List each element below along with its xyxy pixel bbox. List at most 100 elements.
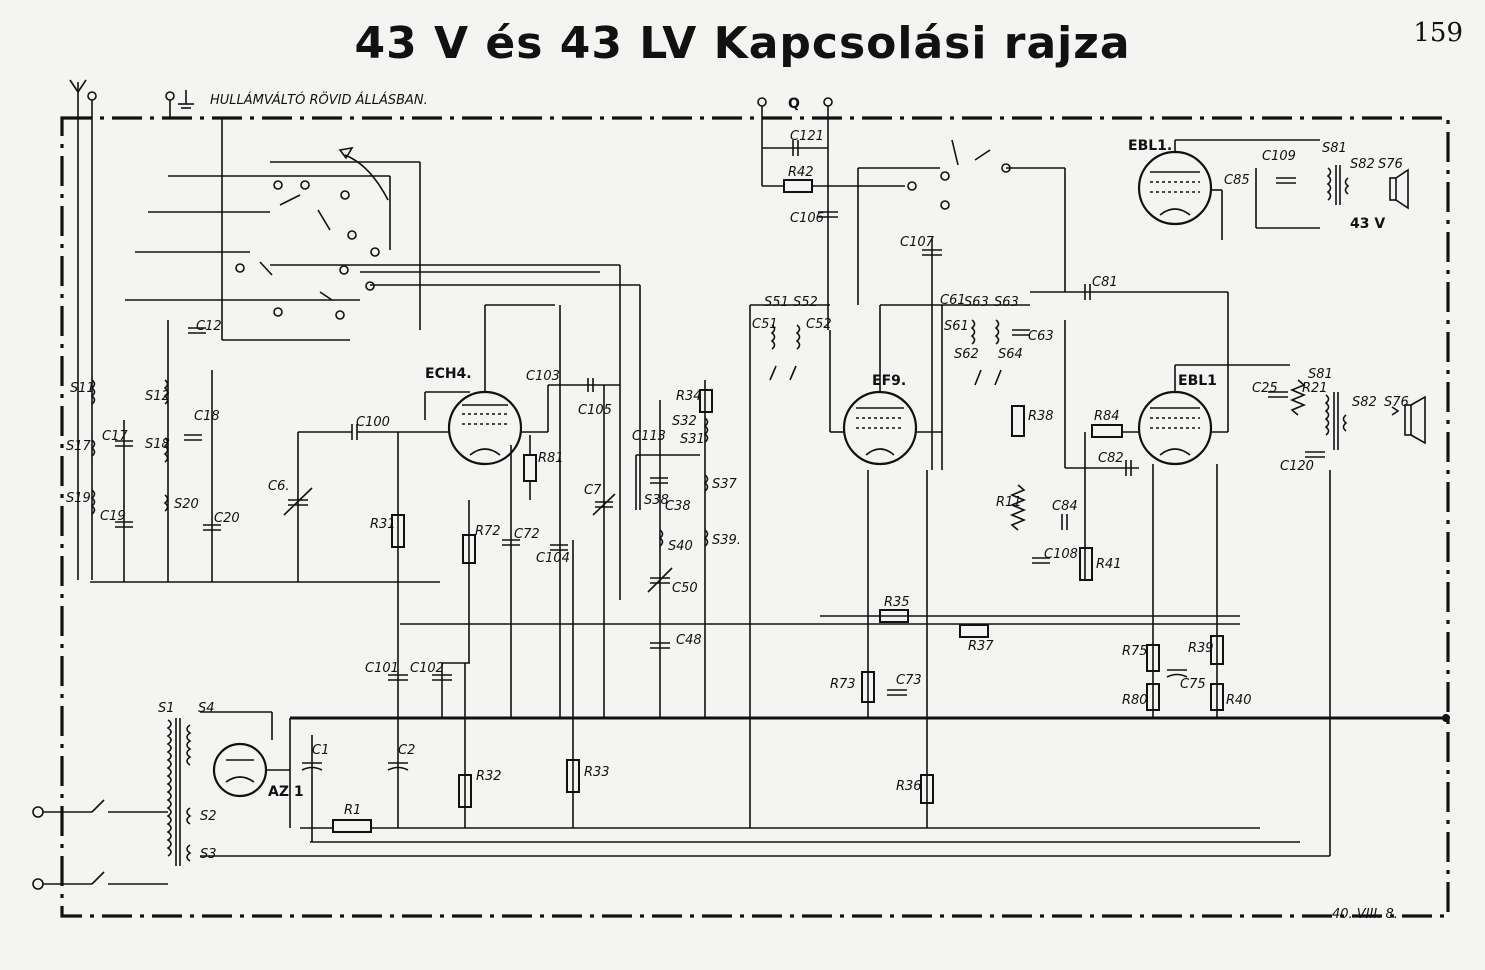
svg-text:R35: R35 <box>884 595 910 610</box>
svg-text:S17: S17 <box>66 439 92 454</box>
svg-text:C107: C107 <box>900 235 935 250</box>
svg-text:C19: C19 <box>100 509 126 524</box>
svg-text:S18: S18 <box>145 437 170 452</box>
svg-text:S64: S64 <box>998 347 1023 362</box>
svg-text:R34: R34 <box>676 389 702 404</box>
schematic-title: 43 V és 43 LV Kapcsolási rajza <box>354 18 1131 69</box>
svg-text:EBL1: EBL1 <box>1178 373 1217 389</box>
speaker-icon <box>1389 168 1409 210</box>
svg-text:S76: S76 <box>1384 395 1409 410</box>
capacitors: C101 C102 C72 C104 C105 C7 C113 C38 C50 … <box>301 129 1325 842</box>
svg-text:R36: R36 <box>896 779 922 794</box>
resistors: R31 R72 R81 R34 R32 R33 R1 R35 R37 R36 R… <box>332 165 1328 833</box>
page-number: 159 <box>1413 18 1463 48</box>
svg-text:C18: C18 <box>194 409 220 424</box>
output-transformer: S81 S82 S76 <box>1308 367 1426 450</box>
svg-text:S62: S62 <box>954 347 979 362</box>
svg-text:R84: R84 <box>1094 409 1120 424</box>
svg-text:R80: R80 <box>1122 693 1148 708</box>
svg-text:C12: C12 <box>196 319 222 334</box>
svg-text:R32: R32 <box>476 769 502 784</box>
svg-text:C121: C121 <box>790 129 824 144</box>
svg-text:S39.: S39. <box>712 533 741 548</box>
svg-text:R40: R40 <box>1226 693 1252 708</box>
svg-text:C2: C2 <box>398 743 415 758</box>
input-capacitors: C17 C19 C18 C12 C20 <box>100 319 240 531</box>
svg-text:S3: S3 <box>200 847 217 862</box>
svg-text:S61: S61 <box>944 319 969 334</box>
svg-text:C84: C84 <box>1052 499 1078 514</box>
tube-ebl1-43v: EBL1. S81 S82 S76 43 V <box>1128 138 1403 240</box>
svg-text:S32: S32 <box>672 414 697 429</box>
svg-text:C51: C51 <box>752 317 778 332</box>
svg-text:C81: C81 <box>1092 275 1118 290</box>
svg-text:C109: C109 <box>1262 149 1296 164</box>
svg-text:S4: S4 <box>198 701 215 716</box>
svg-text:C73: C73 <box>896 673 922 688</box>
svg-text:S63: S63 <box>994 295 1019 310</box>
svg-text:C101: C101 <box>365 661 399 676</box>
tuning-capacitor-c6: C6. C100 <box>268 415 450 582</box>
svg-text:C75: C75 <box>1180 677 1206 692</box>
svg-text:AZ 1: AZ 1 <box>268 784 304 800</box>
svg-text:R41: R41 <box>1096 557 1122 572</box>
svg-text:C82: C82 <box>1098 451 1124 466</box>
svg-text:S2: S2 <box>200 809 217 824</box>
svg-text:C104: C104 <box>536 551 570 566</box>
svg-text:C113: C113 <box>632 429 666 444</box>
earth-icon <box>165 90 194 118</box>
svg-text:C52: C52 <box>806 317 832 332</box>
svg-text:S76: S76 <box>1378 157 1403 172</box>
svg-text:R42: R42 <box>788 165 814 180</box>
svg-text:C72: C72 <box>514 527 540 542</box>
tube-ech4: ECH4. C103 <box>424 304 620 500</box>
svg-text:C20: C20 <box>214 511 240 526</box>
switch-note: HULLÁMVÁLTÓ RÖVID ÁLLÁSBAN. <box>210 91 428 108</box>
svg-text:C102: C102 <box>410 661 444 676</box>
svg-text:R33: R33 <box>584 765 610 780</box>
svg-text:R72: R72 <box>475 524 501 539</box>
svg-text:43 V: 43 V <box>1350 216 1385 232</box>
svg-text:R73: R73 <box>830 677 856 692</box>
svg-text:Q: Q <box>788 96 800 112</box>
date-mark: 40. VIII. 8. <box>1332 907 1398 922</box>
svg-text:C50: C50 <box>672 581 698 596</box>
svg-text:S19: S19 <box>66 491 91 506</box>
input-coils: S11 S17 S19 S12 S18 S20 <box>66 320 213 582</box>
svg-text:EF9.: EF9. <box>872 373 906 389</box>
svg-text:C103: C103 <box>526 369 560 384</box>
antenna-icon <box>69 79 97 580</box>
svg-text:S40: S40 <box>668 539 693 554</box>
svg-text:C120: C120 <box>1280 459 1314 474</box>
svg-text:S20: S20 <box>174 497 199 512</box>
svg-text:R1: R1 <box>344 803 361 818</box>
svg-text:R38: R38 <box>1028 409 1054 424</box>
tube-ebl1-output: EBL1 <box>1064 292 1290 718</box>
svg-text:S81: S81 <box>1308 367 1333 382</box>
svg-text:C7: C7 <box>584 483 602 498</box>
svg-text:S51: S51 <box>764 295 789 310</box>
svg-text:ECH4.: ECH4. <box>425 366 472 382</box>
svg-text:S11: S11 <box>70 381 95 396</box>
svg-text:R21: R21 <box>1302 381 1328 396</box>
svg-text:S52: S52 <box>793 295 818 310</box>
mains-transformer: S1 S4 S2 S3 <box>158 701 273 866</box>
chassis-frame <box>60 116 1450 918</box>
svg-text:C106: C106 <box>790 211 824 226</box>
mains-switch <box>32 799 168 890</box>
svg-text:S31: S31 <box>680 432 705 447</box>
if-transformers: S51 S52 S63 S63 S62 S64 S61 <box>749 295 1030 828</box>
svg-text:R39: R39 <box>1188 641 1214 656</box>
svg-text:C100: C100 <box>356 415 390 430</box>
svg-text:C17: C17 <box>102 429 128 444</box>
tube-ef9: EF9. <box>829 304 942 466</box>
svg-text:S82: S82 <box>1352 395 1377 410</box>
svg-text:R75: R75 <box>1122 644 1148 659</box>
svg-text:C48: C48 <box>676 633 702 648</box>
svg-text:S81: S81 <box>1322 141 1347 156</box>
oscillator-coils: S32 S31 S37 S38 S40 S39. <box>635 380 741 718</box>
svg-text:C38: C38 <box>665 499 691 514</box>
svg-text:C25: C25 <box>1252 381 1278 396</box>
svg-text:S63: S63 <box>964 295 989 310</box>
